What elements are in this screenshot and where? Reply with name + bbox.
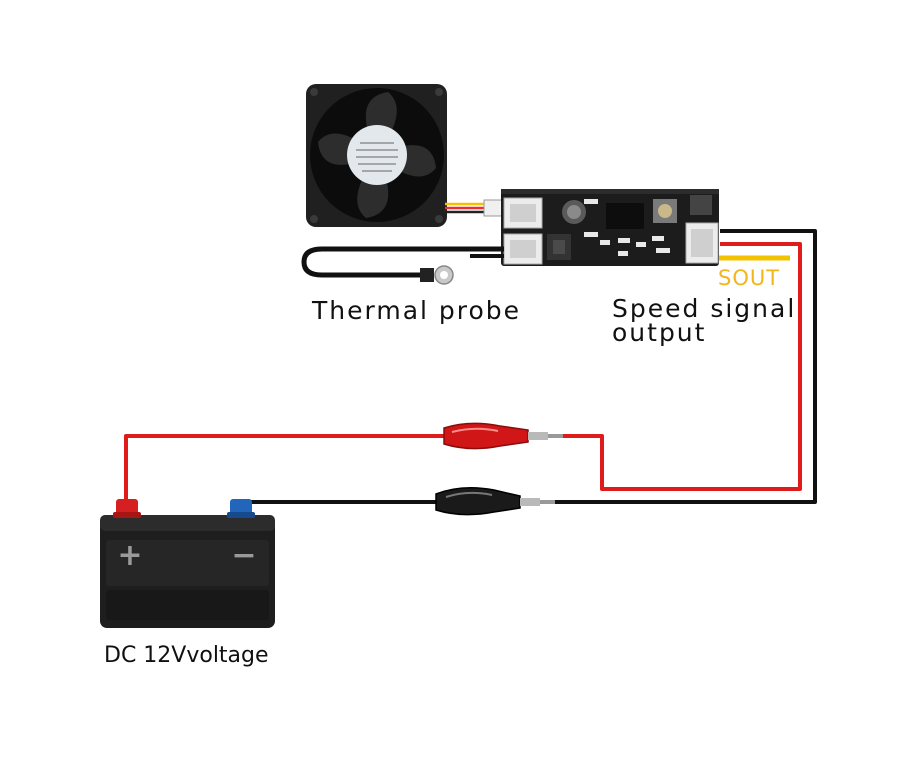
red-alligator-clip [443, 422, 563, 450]
sout-label: SOUT [718, 266, 781, 290]
battery-plus-sign: + [117, 538, 142, 573]
dc-voltage-label: DC 12Vvoltage [104, 643, 269, 668]
red-power-wire [124, 242, 802, 510]
positive-terminal [113, 499, 141, 518]
fan-plug [483, 199, 503, 217]
battery: + − [100, 499, 275, 628]
fan-cable [445, 202, 486, 214]
thermal-probe [301, 246, 504, 285]
thermal-probe-label: Thermal probe [312, 296, 522, 325]
speed-signal-label-line2: output [612, 318, 707, 347]
black-alligator-clip [435, 487, 555, 516]
battery-minus-sign: − [231, 538, 256, 573]
cooling-fan [306, 84, 447, 227]
negative-terminal [227, 499, 255, 518]
speed-signal-label: Speed signal [612, 294, 797, 323]
controller-board [501, 189, 719, 266]
